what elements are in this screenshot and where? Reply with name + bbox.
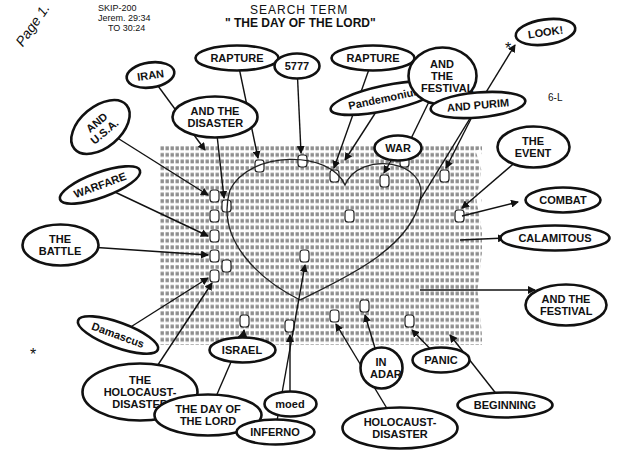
oval-node: COMBAT: [524, 186, 602, 214]
node-text: moed: [275, 398, 304, 410]
oval-node: IRAN: [123, 58, 177, 93]
oval-node: RAPTURE: [194, 44, 280, 72]
node-text: WAR: [385, 142, 411, 154]
oval-node: WARFARE: [54, 157, 146, 213]
node-text: THE EVENT: [511, 135, 556, 159]
oval-node: BEGINNING: [456, 391, 554, 419]
oval-node: CALAMITOUS: [499, 224, 611, 252]
node-text: HOLOCAUST-DISASTER: [361, 416, 439, 440]
node-text: COMBAT: [539, 194, 586, 206]
node-text: CALAMITOUS: [518, 232, 591, 244]
oval-node: WAR: [373, 134, 423, 162]
oval-node: moed: [263, 390, 318, 418]
node-text: AND THE FESTIVAL: [540, 293, 592, 317]
note-label: SKIP-200: [98, 3, 137, 13]
node-text: BEGINNING: [474, 399, 536, 411]
node-text: RAPTURE: [210, 52, 263, 64]
oval-node: THE EVENT: [496, 125, 571, 169]
node-text: AND THE DISASTER: [188, 105, 243, 129]
oval-node: INFERNO: [235, 418, 316, 446]
note-label: Jerem. 29:34: [98, 13, 151, 23]
node-text: INFERNO: [250, 426, 300, 438]
oval-node: PANIC: [411, 346, 471, 374]
node-text: IN ADAR: [370, 356, 392, 380]
node-text: 5777: [285, 60, 309, 72]
oval-node: AND THE FESTIVAL: [524, 283, 608, 327]
oval-node: RAPTURE: [330, 44, 416, 72]
note-label: TO 30:24: [108, 23, 145, 33]
note-label: " THE DAY OF THE LORD": [225, 16, 376, 30]
oval-node: HOLOCAUST-DISASTER: [341, 406, 459, 450]
oval-node: IN ADAR: [359, 346, 404, 390]
note-label: 6-L: [548, 92, 562, 103]
node-text: AND THE FESTIVAL: [421, 58, 463, 94]
note-label: *: [30, 346, 36, 364]
node-text: THE BATTLE: [36, 233, 84, 257]
oval-node: AND U.S.A.: [59, 87, 142, 166]
oval-node: ISRAEL: [208, 336, 277, 364]
oval-node: LOOK!: [512, 14, 578, 50]
node-text: PANIC: [424, 354, 457, 366]
node-text: ISRAEL: [222, 344, 262, 356]
oval-node: THE BATTLE: [21, 223, 100, 267]
note-label: *: [505, 40, 511, 58]
diagram-title: SEARCH TERM: [250, 3, 348, 17]
oval-node: AND THE DISASTER: [171, 95, 259, 139]
note-label: Page 1.: [12, 0, 53, 49]
node-text: RAPTURE: [346, 52, 399, 64]
node-text: THE DAY OF THE LORD: [172, 403, 244, 427]
oval-node: 5777: [273, 52, 321, 80]
